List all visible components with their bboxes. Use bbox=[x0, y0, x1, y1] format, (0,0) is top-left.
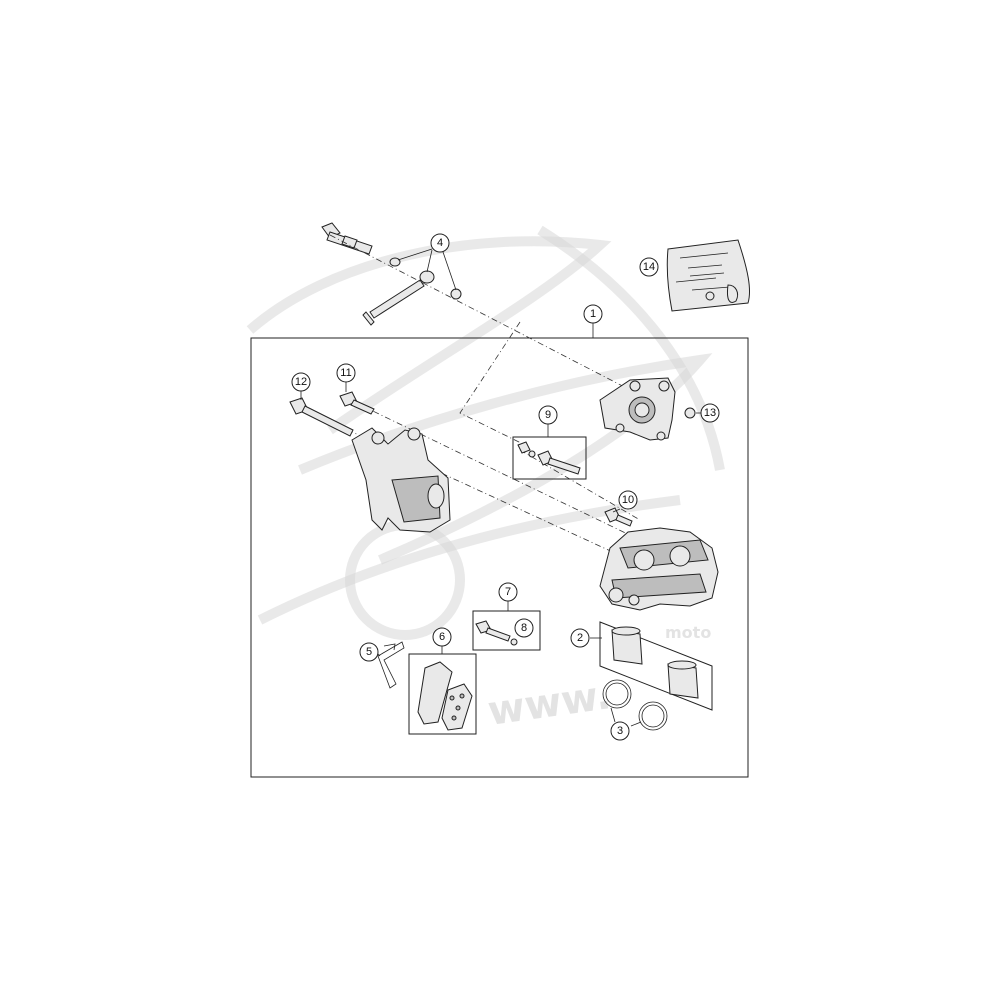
part-2-box bbox=[599, 621, 713, 711]
alignment-line-top bbox=[329, 234, 641, 396]
part-12-long-bolt bbox=[289, 397, 354, 437]
callout-9: 9 bbox=[538, 405, 558, 425]
callout-2: 2 bbox=[570, 628, 590, 648]
part-11-short-bolt bbox=[339, 391, 375, 415]
watermark-text: www. bbox=[485, 672, 614, 735]
svg-text:12: 12 bbox=[295, 376, 307, 388]
watermark-subtext: moto bbox=[665, 623, 711, 642]
assembly-frame bbox=[250, 337, 749, 778]
svg-text:5: 5 bbox=[366, 646, 372, 658]
part-13-oring bbox=[684, 407, 696, 419]
callout-13: 13 bbox=[700, 403, 720, 423]
part-7-bolt bbox=[475, 620, 511, 642]
caliper-support-bracket bbox=[351, 427, 451, 533]
alignment-line-caliper bbox=[519, 449, 641, 521]
caliper-carrier-upper bbox=[599, 377, 676, 441]
alignment-line-11 bbox=[349, 399, 641, 541]
alignment-line-12 bbox=[299, 407, 631, 561]
leader-line-4c bbox=[426, 249, 433, 273]
part-2-pistons bbox=[611, 626, 699, 699]
svg-text:4: 4 bbox=[437, 237, 443, 249]
callout-6: 6 bbox=[432, 627, 452, 647]
svg-text:7: 7 bbox=[505, 586, 511, 598]
callout-7: 7 bbox=[498, 582, 518, 602]
svg-text:2: 2 bbox=[577, 632, 583, 644]
brake-caliper-body bbox=[599, 527, 719, 611]
alignment-line-bracket bbox=[459, 321, 526, 446]
part-7-box bbox=[472, 610, 541, 651]
part-6-brake-pads bbox=[417, 661, 473, 731]
callout-5: 5 bbox=[359, 642, 379, 662]
callout-11: 11 bbox=[336, 363, 356, 383]
part-9-slide-pin bbox=[517, 441, 581, 475]
part-14-packet bbox=[666, 239, 751, 312]
leader-line-10 bbox=[612, 508, 621, 513]
part-10-bolt bbox=[604, 507, 633, 527]
callout-8: 8 bbox=[514, 618, 534, 638]
callout-12: 12 bbox=[291, 372, 311, 392]
callout-1: 1 bbox=[583, 304, 603, 324]
part-3-seals bbox=[602, 679, 668, 731]
svg-text:13: 13 bbox=[704, 407, 716, 419]
svg-text:11: 11 bbox=[340, 367, 351, 379]
part-5-pad-spring bbox=[377, 641, 405, 689]
svg-text:14: 14 bbox=[643, 261, 655, 273]
svg-text:9: 9 bbox=[545, 409, 551, 421]
svg-text:8: 8 bbox=[521, 622, 527, 634]
svg-text:10: 10 bbox=[622, 494, 634, 506]
watermark-logo: www. moto bbox=[246, 225, 725, 735]
svg-text:3: 3 bbox=[617, 725, 623, 737]
leader-line-3a bbox=[610, 707, 616, 723]
leader-line-4a bbox=[397, 248, 433, 261]
part-8-cap bbox=[510, 638, 518, 646]
part-4-bolt-set bbox=[321, 222, 462, 326]
svg-text:6: 6 bbox=[439, 631, 445, 643]
callout-10: 10 bbox=[618, 490, 638, 510]
leader-line-3b bbox=[630, 721, 642, 727]
part-9-box bbox=[512, 436, 587, 480]
callout-14: 14 bbox=[639, 257, 659, 277]
part-6-box bbox=[408, 653, 477, 735]
leader-line-4b bbox=[442, 251, 457, 291]
svg-text:1: 1 bbox=[590, 308, 596, 320]
callout-4: 4 bbox=[430, 233, 450, 253]
callout-3: 3 bbox=[610, 721, 630, 741]
